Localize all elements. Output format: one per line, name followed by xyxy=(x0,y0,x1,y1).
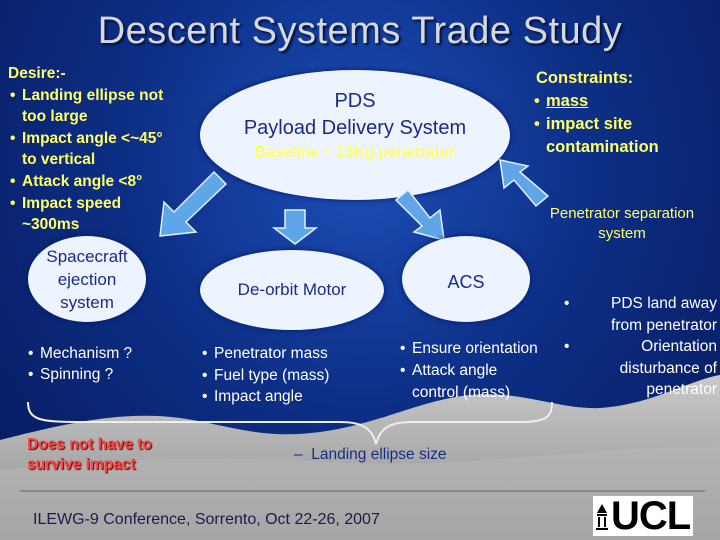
landing-ellipse-note: – Landing ellipse size xyxy=(294,446,447,463)
acs-list: Ensure orientation Attack angle control … xyxy=(398,338,548,404)
survive-note: Does not have to survive impact xyxy=(27,436,152,473)
desire-item: Impact angle <~45° to vertical xyxy=(8,128,168,171)
arrow-down-right-icon xyxy=(394,188,445,242)
pds-notes-list: PDS land away from penetrator Orientatio… xyxy=(562,293,717,401)
acs-label: ACS xyxy=(447,272,485,292)
arrow-up-left-icon xyxy=(499,159,550,208)
acs-item: Ensure orientation xyxy=(398,338,548,360)
pds-note-item: PDS land away from penetrator xyxy=(562,293,717,336)
slide-title: Descent Systems Trade Study xyxy=(97,10,623,52)
desire-item: Impact speed ~300ms xyxy=(8,193,168,236)
spacecraft-ejection-label: Spacecraft ejection system xyxy=(46,247,128,312)
footer-text: ILEWG-9 Conference, Sorrento, Oct 22-26,… xyxy=(33,511,380,528)
arrow-down-icon xyxy=(271,209,319,245)
desire-block: Desire:- Landing ellipse not too large I… xyxy=(8,63,168,236)
arrow-down-left-icon xyxy=(159,170,228,237)
pds-baseline: Baseline ~ 13Kg penetrator xyxy=(254,144,456,161)
pds-line2: Payload Delivery System xyxy=(243,117,467,139)
constraint-contamination: impact site contamination xyxy=(532,113,712,159)
pds-note-item: Orientation disturbance of penetrator xyxy=(562,336,717,401)
constraints-list: mass impact site contamination xyxy=(532,90,712,159)
penetrator-separation-label: Penetrator separation system xyxy=(549,205,695,242)
deorbit-list: Penetrator mass Fuel type (mass) Impact … xyxy=(200,343,380,408)
desire-item: Landing ellipse not too large xyxy=(8,85,168,128)
constraints-block: Constraints: mass impact site contaminat… xyxy=(532,67,712,159)
deorbit-item: Fuel type (mass) xyxy=(200,365,380,387)
deorbit-label: De-orbit Motor xyxy=(237,280,347,299)
constraint-mass: mass xyxy=(532,90,712,113)
desire-item: Attack angle <8° xyxy=(8,171,168,193)
deorbit-item: Penetrator mass xyxy=(200,343,380,365)
desire-heading: Desire:- xyxy=(8,65,66,82)
acs-item: Attack angle control (mass) xyxy=(398,360,548,404)
ejection-item: Spinning ? xyxy=(26,364,196,385)
pds-bubble xyxy=(200,70,510,200)
spacecraft-ejection-list: Mechanism ? Spinning ? xyxy=(26,343,196,385)
deorbit-bubble xyxy=(200,250,384,330)
spacecraft-ejection-bubble xyxy=(28,236,146,322)
deorbit-item: Impact angle xyxy=(200,386,380,408)
pds-title: PDS Payload Delivery System xyxy=(200,88,510,142)
ejection-item: Mechanism ? xyxy=(26,343,196,364)
acs-bubble xyxy=(402,236,530,322)
ucl-logo-text: UCL xyxy=(611,494,691,538)
desire-list: Landing ellipse not too large Impact ang… xyxy=(8,85,168,236)
constraints-heading: Constraints: xyxy=(536,69,634,87)
pds-line1: PDS xyxy=(334,90,376,112)
ucl-logo-emblem-icon xyxy=(595,500,609,532)
ucl-logo: UCL xyxy=(593,494,693,538)
